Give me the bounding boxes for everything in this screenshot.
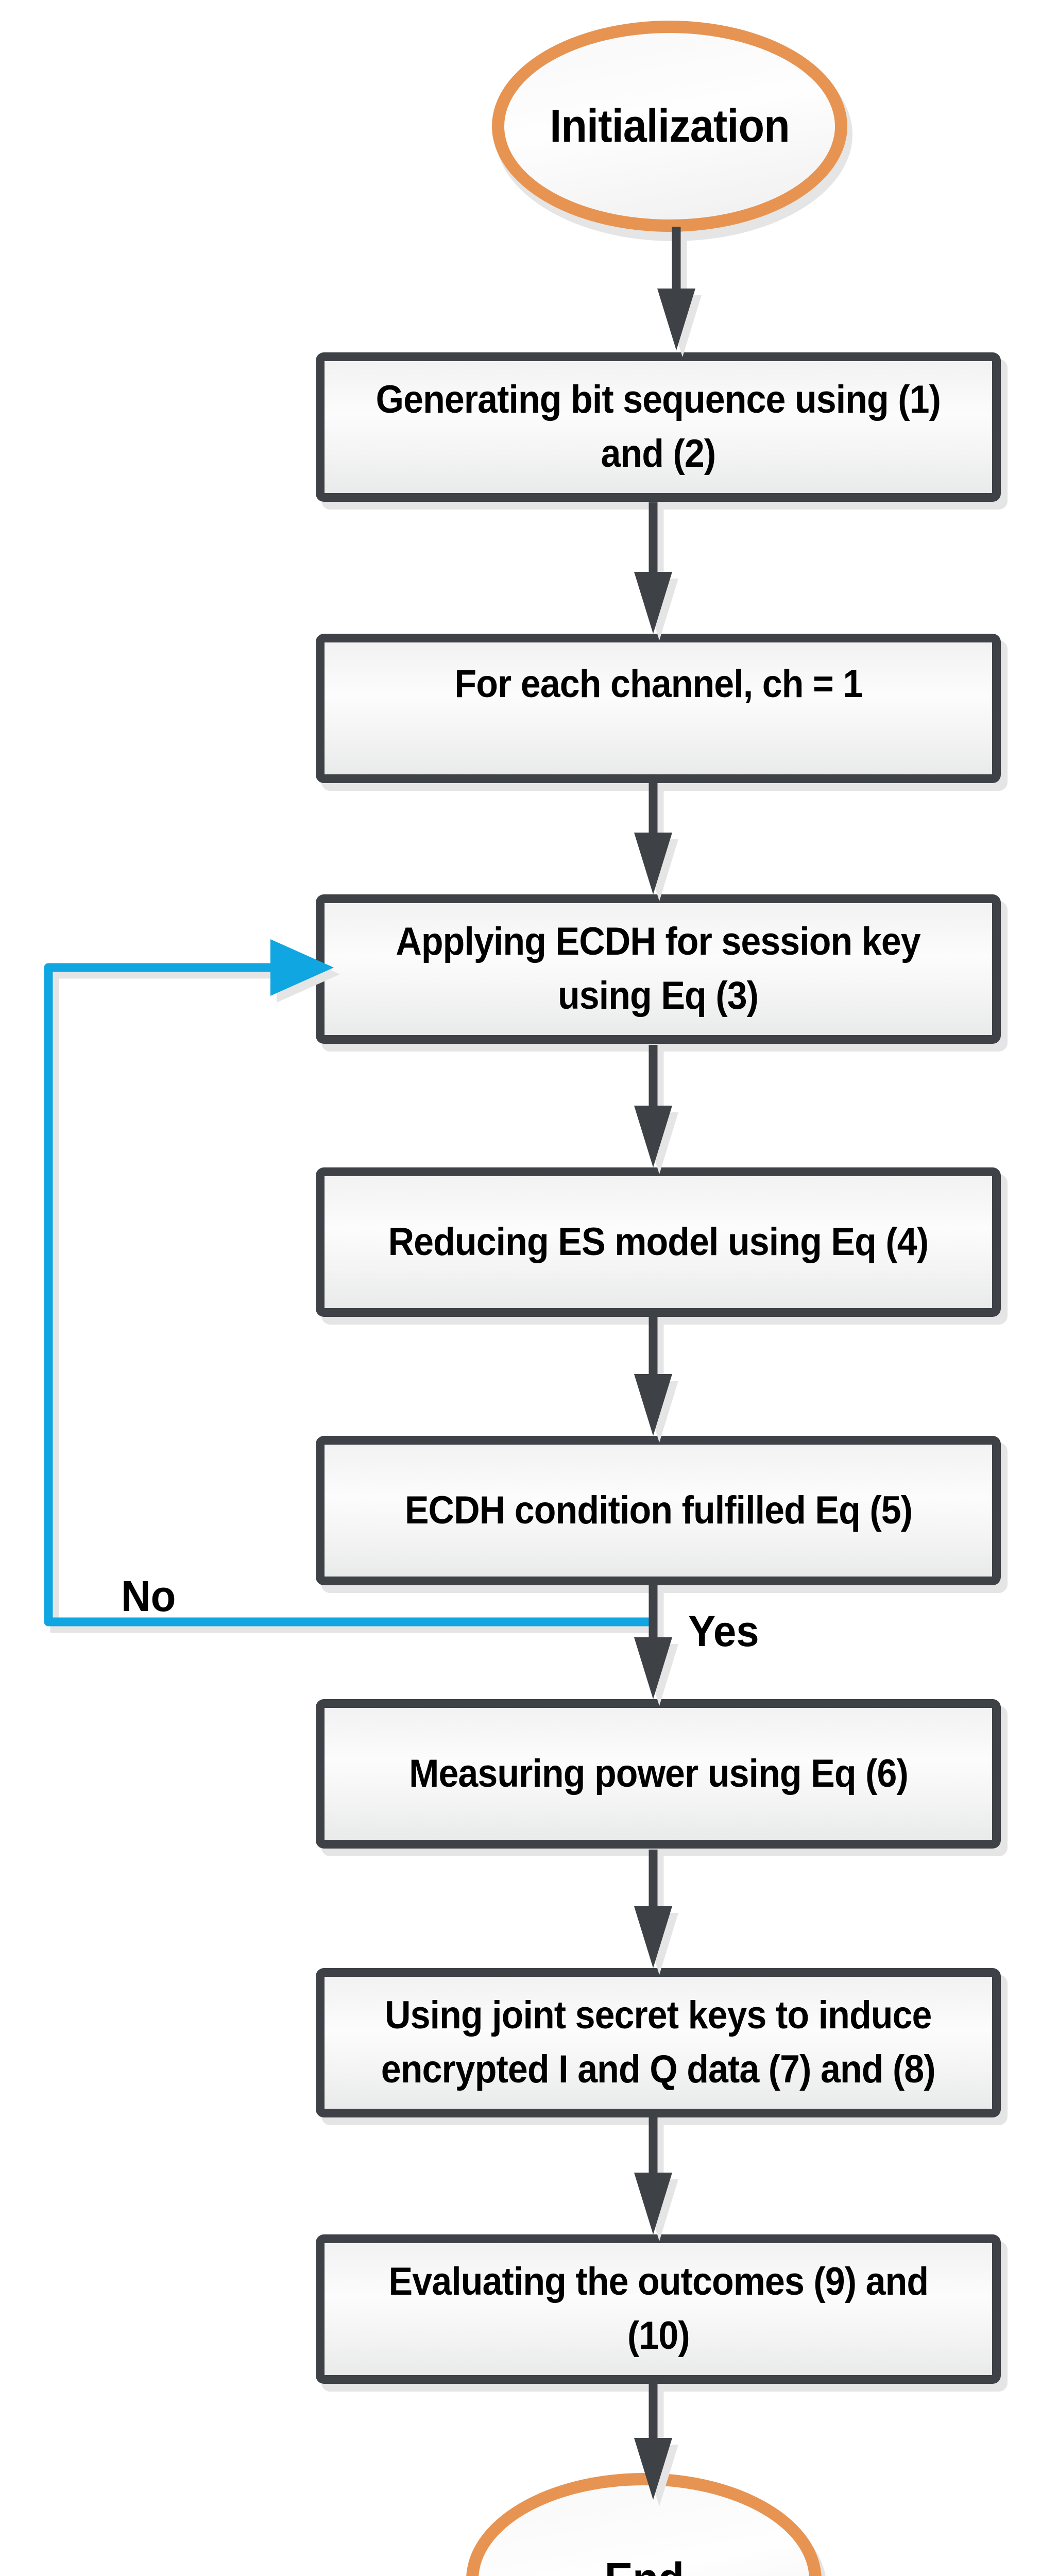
no-loop-arrow-shadow (55, 946, 656, 1629)
process-measure-power: Measuring power using Eq (6) (316, 1699, 1001, 1849)
process-generate-bit-sequence: Generating bit sequence using (1) and (2… (316, 352, 1001, 502)
sequence-arrows (634, 227, 695, 2500)
process-joint-secret-keys: Using joint secret keys to induce encryp… (316, 1968, 1001, 2117)
process-evaluate-outcomes-label: Evaluating the outcomes (9) and (10) (388, 2260, 929, 2358)
process-joint-secret-keys-label: Using joint secret keys to induce encryp… (381, 1993, 936, 2091)
process-evaluate-outcomes: Evaluating the outcomes (9) and (10) (316, 2234, 1001, 2384)
edge-label-no: No (121, 1572, 176, 1620)
process-reduce-es-model-label: Reducing ES model using Eq (4) (388, 1219, 929, 1264)
process-apply-ecdh-session-key: Applying ECDH for session key using Eq (… (316, 894, 1001, 1044)
process-ecdh-condition-fulfilled-label: ECDH condition fulfilled Eq (5) (404, 1488, 912, 1532)
terminator-end-label: End (604, 2548, 684, 2576)
process-for-each-channel-label: For each channel, ch = 1 (454, 662, 863, 706)
process-generate-bit-sequence-label: Generating bit sequence using (1) and (2… (376, 378, 941, 476)
process-reduce-es-model: Reducing ES model using Eq (4) (316, 1167, 1001, 1317)
terminator-initialization-label: Initialization (550, 100, 790, 152)
process-measure-power-label: Measuring power using Eq (6) (408, 1751, 909, 1795)
process-for-each-channel: For each channel, ch = 1 (316, 634, 1001, 783)
process-apply-ecdh-session-key-label: Applying ECDH for session key using Eq (… (396, 920, 921, 1018)
edge-label-yes: Yes (688, 1607, 759, 1655)
process-ecdh-condition-fulfilled: ECDH condition fulfilled Eq (5) (316, 1436, 1001, 1585)
no-loop-arrow (48, 939, 650, 1622)
